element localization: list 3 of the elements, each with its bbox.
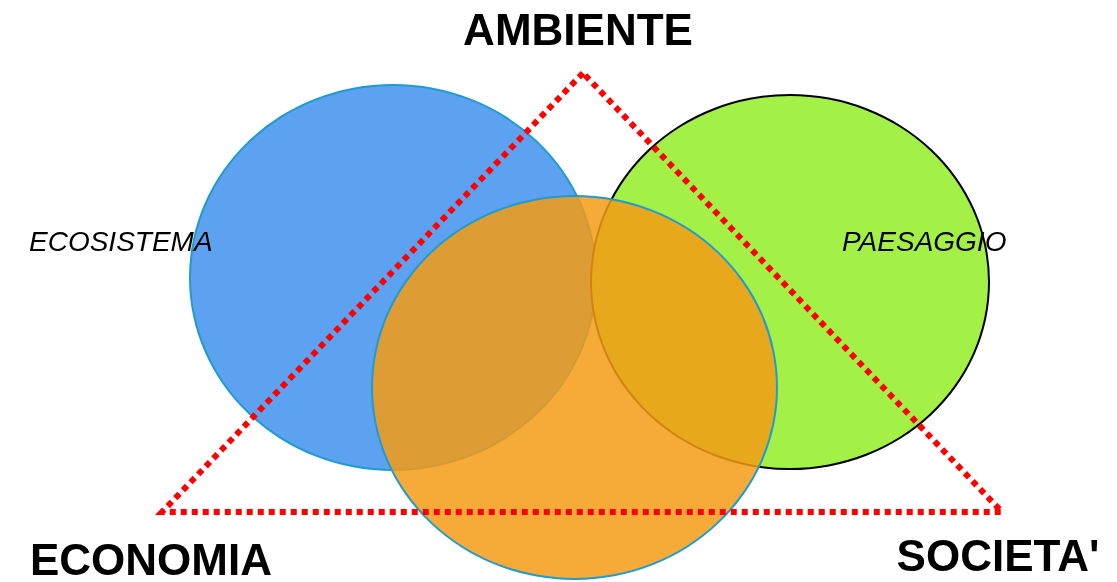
corner-label: AMBIENTE — [462, 6, 694, 54]
corner-label: ECONOMIA — [29, 536, 273, 582]
corner-label: SOCIETA' — [895, 532, 1101, 580]
